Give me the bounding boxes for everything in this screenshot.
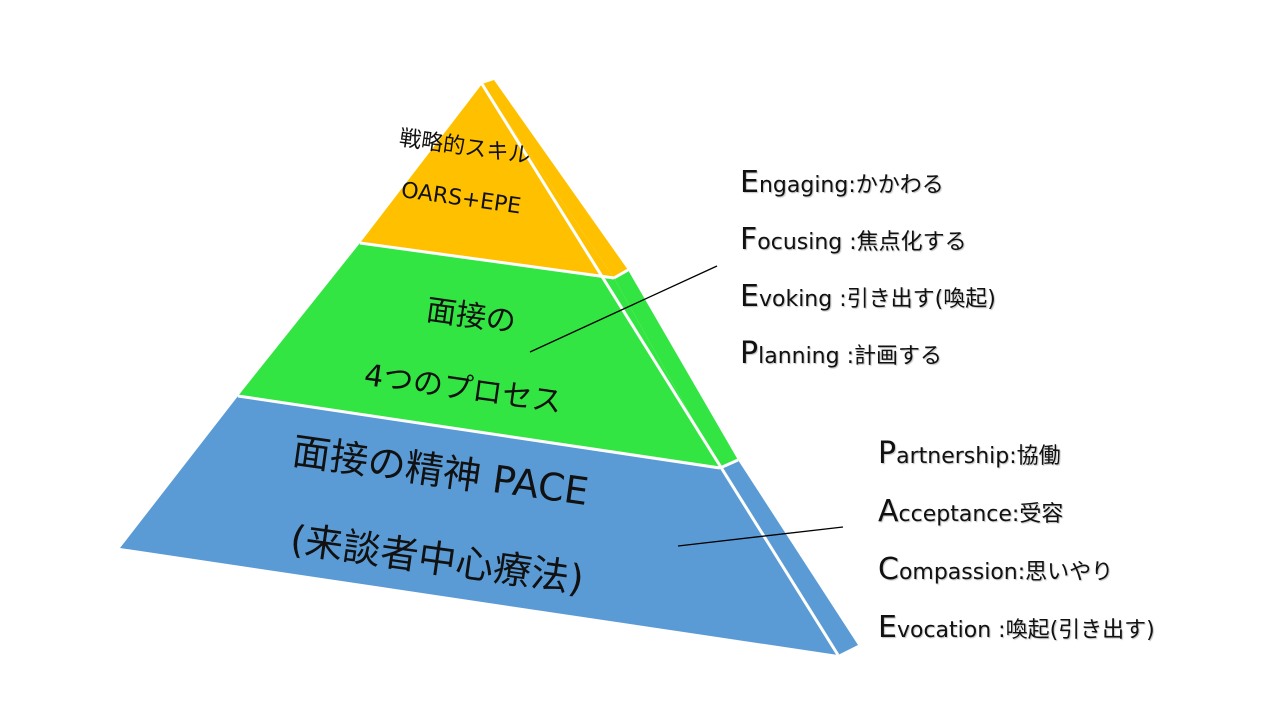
pace-item-desc: :思いやり [1017, 560, 1114, 585]
process-item-word: ngaging [758, 173, 849, 198]
pace-item-acceptance: Acceptance:受容 [878, 494, 1063, 529]
divider-line [359, 241, 615, 280]
divider-line [237, 394, 721, 470]
pace-item-initial: A [878, 494, 899, 529]
pace-item-desc: :喚起(引き出す) [991, 618, 1155, 643]
pace-item-initial: E [878, 610, 897, 645]
process-item-desc: :引き出す(喚起) [832, 287, 996, 312]
pace-item-initial: C [878, 552, 899, 587]
tier-dividers [237, 83, 840, 656]
pace-item-evocation: Evocation :喚起(引き出す) [878, 610, 1155, 645]
process-item-engaging: Engaging:かかわる [740, 165, 944, 200]
divider-line [719, 458, 739, 470]
process-item-initial: P [740, 336, 759, 371]
process-item-desc: :焦点化する [842, 230, 967, 255]
pyramid-tier-top [360, 84, 614, 278]
pyramid-tier-middle-side [614, 270, 738, 468]
process-item-evoking: Evoking :引き出す(喚起) [740, 279, 996, 314]
pace-item-desc: :受容 [1011, 502, 1064, 527]
pace-item-word: vocation [896, 618, 992, 643]
process-item-word: voking [758, 287, 833, 312]
process-item-desc: :計画する [839, 344, 943, 369]
process-item-desc: :かかわる [848, 173, 944, 198]
pyramid-tier-middle [238, 243, 720, 468]
process-item-word: lanning [758, 344, 840, 369]
process-item-focusing: Focusing :焦点化する [740, 222, 967, 257]
pyramid-tier-bottom-side [720, 460, 858, 655]
pyramid-tier-bottom [120, 396, 838, 655]
connector-line-processes [529, 265, 718, 353]
pace-item-word: artnership [896, 444, 1010, 469]
pace-item-initial: P [878, 436, 897, 471]
process-item-initial: E [740, 279, 759, 314]
pace-item-desc: :協働 [1009, 444, 1061, 469]
process-item-word: ocusing [757, 230, 843, 255]
pace-item-word: ompassion [898, 560, 1018, 585]
pyramid-tier-top-side [482, 80, 628, 278]
pace-item-partnership: Partnership:協働 [878, 436, 1061, 471]
process-item-planning: Planning :計画する [740, 336, 942, 371]
process-item-initial: F [740, 222, 758, 257]
pace-item-compassion: Compassion:思いやり [878, 552, 1113, 587]
divider-line [613, 268, 629, 280]
divider-line [480, 83, 840, 656]
process-item-initial: E [740, 165, 759, 200]
connector-line-pace [677, 526, 844, 547]
pace-item-word: cceptance [898, 502, 1012, 527]
